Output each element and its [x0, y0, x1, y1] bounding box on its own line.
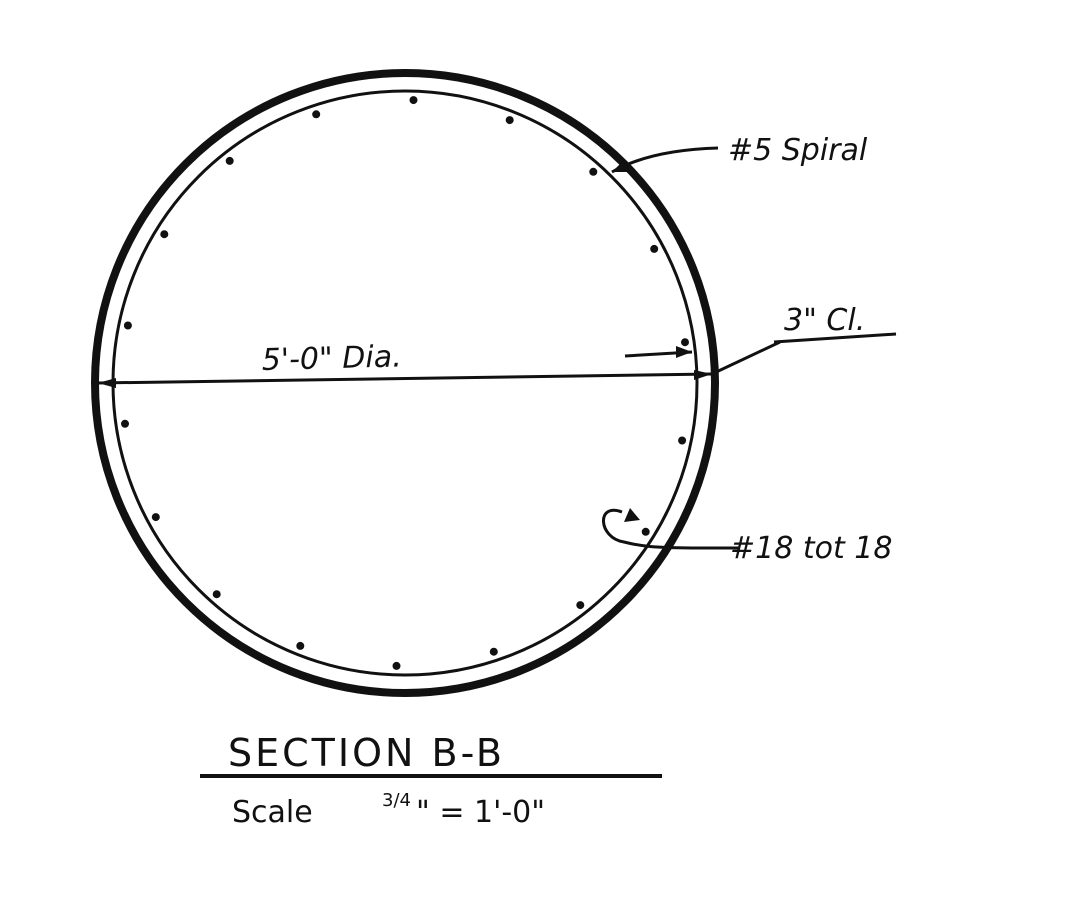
bars-label: #18 tot 18 — [730, 531, 892, 566]
rebar-dot — [121, 419, 129, 428]
rebar-dot — [151, 513, 160, 522]
rebar-dot — [392, 661, 401, 670]
rebar-dot — [212, 590, 221, 599]
rebar-dot — [681, 338, 689, 347]
rebar-dot — [225, 156, 234, 165]
rebar-dot — [641, 527, 650, 536]
rebar-dot — [160, 230, 169, 239]
scale-prefix: Scale — [232, 795, 313, 830]
diameter-dimension — [97, 370, 713, 388]
rebar-dot — [505, 116, 514, 125]
rebar-dot — [678, 436, 687, 445]
rebar-dot — [589, 167, 598, 176]
column-outer-outline — [91, 69, 719, 697]
rebar-dot — [409, 96, 418, 105]
rebar-dot — [489, 647, 498, 656]
cover-leader — [624, 332, 897, 376]
spiral-label: #5 Spiral — [728, 133, 868, 168]
spiral-leader — [611, 146, 719, 174]
diameter-label: 5'-0" Dia. — [261, 339, 402, 378]
rebar-dot — [312, 110, 321, 119]
scale-value: " = 1'-0" — [416, 795, 545, 830]
longitudinal-bars — [121, 96, 689, 670]
bars-leader — [602, 508, 740, 550]
scale-fraction: 3/4 — [382, 790, 411, 811]
rebar-dot — [296, 641, 305, 650]
cover-label: 3" Cl. — [784, 303, 865, 338]
section-title: SECTION B-B — [228, 731, 505, 775]
spiral-ring — [111, 89, 699, 677]
rebar-dot — [123, 321, 132, 330]
rebar-dot — [650, 244, 659, 253]
rebar-dot — [576, 601, 585, 610]
